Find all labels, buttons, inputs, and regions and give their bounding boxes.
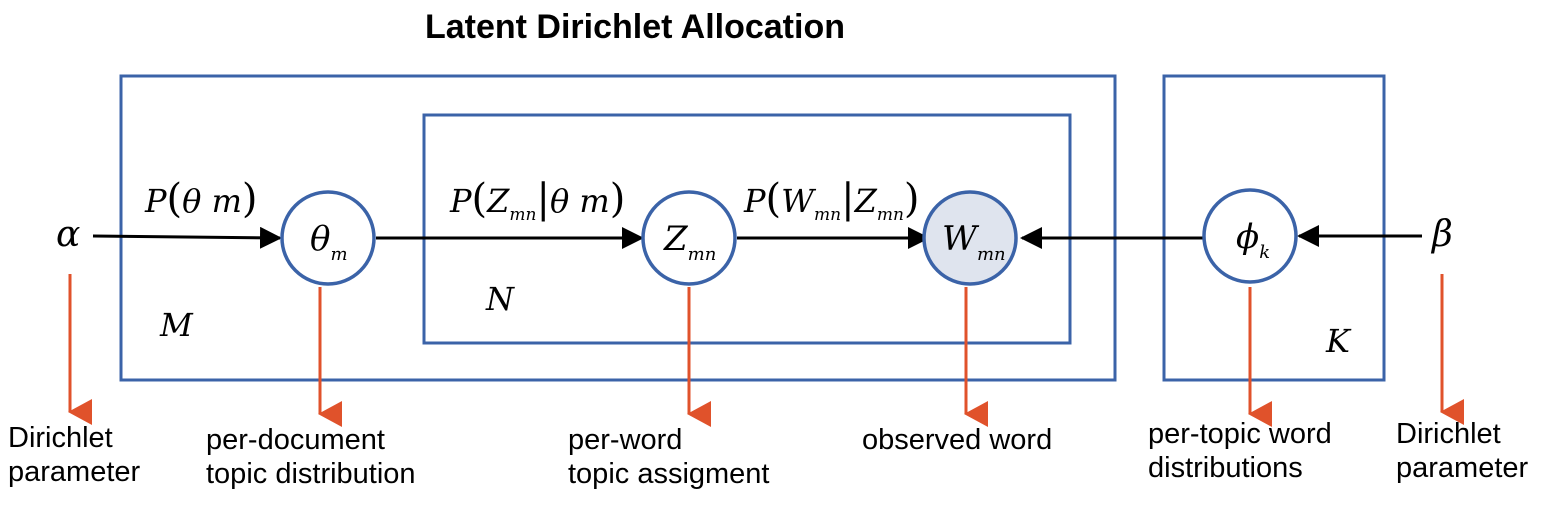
plate-words <box>422 113 1072 345</box>
symbol-alpha: α <box>56 214 80 255</box>
plate-label-m: M <box>159 306 194 344</box>
node-theta-label: θm <box>310 219 348 265</box>
diagram-title: Latent Dirichlet Allocation <box>424 8 845 46</box>
node-z-label: Zmn <box>663 219 716 265</box>
plate-label-n: N <box>485 280 515 318</box>
node-phi <box>1202 188 1298 284</box>
node-w <box>922 190 1018 286</box>
symbol-beta: β <box>1430 214 1453 255</box>
node-phi-label: ϕk <box>1236 217 1270 263</box>
edge-label-p-theta: P(θ m) <box>144 176 258 222</box>
edge-alpha-theta <box>92 226 282 249</box>
node-w-label: Wmn <box>942 219 1006 265</box>
edge-label-p-w: P(Wmn|Zmn) <box>743 176 920 225</box>
plate-topics <box>1162 74 1386 382</box>
edge-label-p-z: P(Zmn|θ m) <box>449 176 625 225</box>
desc-w: observed word <box>862 424 1053 456</box>
node-theta <box>280 190 376 286</box>
node-z <box>641 190 737 286</box>
plate-label-k: K <box>1325 322 1352 360</box>
plate-documents <box>119 74 1117 382</box>
